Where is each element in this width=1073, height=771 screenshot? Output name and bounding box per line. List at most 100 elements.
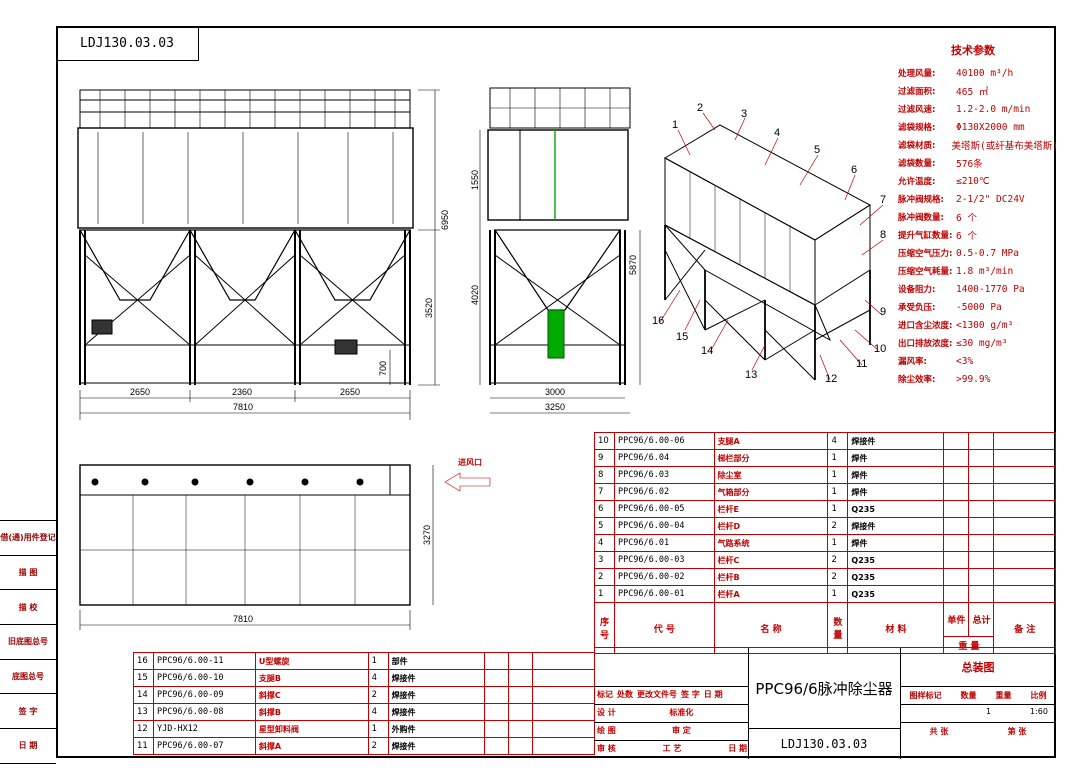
tb-label: 比例 — [1030, 690, 1047, 700]
tech-row: 设备阻力:1400-1770 Pa — [898, 283, 1025, 296]
side-revision-strip: 借(通)用件登记 描 图 描 校 旧底图总号 底图总号 签 字 日 期 — [0, 520, 56, 764]
tech-row: 提升气缸数量:6 个 — [898, 231, 977, 242]
dim-span-2: 2360 — [232, 387, 252, 397]
bom-header-row: 序号 代 号 名 称 数量 材 料 单件 总计 备 注 — [594, 602, 1056, 654]
tb-label: 绘 图 — [597, 726, 616, 735]
tech-row: 漏风率:<3% — [898, 355, 974, 368]
callout-15: 15 — [676, 331, 688, 343]
tb-label: 日 期 — [703, 690, 723, 699]
tech-row: 进口含尘浓度:<1300 g/m³ — [898, 319, 1014, 332]
side-label: 日 期 — [0, 728, 56, 764]
side-label: 底图总号 — [0, 658, 56, 694]
tech-row: 脉冲阀规格:2-1/2" DC24V — [898, 193, 1025, 206]
tech-row: 滤袋材质:美塔斯(或纤基布美塔斯) — [898, 141, 1058, 152]
tb-label: 图样标记 — [909, 690, 942, 700]
dim-span-3: 2650 — [340, 387, 360, 397]
sheet-name: 总装图 — [961, 661, 995, 674]
tb-label: 审 核 — [597, 744, 616, 753]
callout-11: 11 — [856, 358, 867, 370]
side-label: 描 图 — [0, 554, 56, 590]
side-view — [487, 87, 631, 385]
top-view — [79, 464, 411, 606]
drawing-number-top: LDJ130.03.03 — [56, 26, 199, 61]
callout-16: 16 — [652, 315, 664, 327]
tb-label: 标准化 — [669, 708, 694, 717]
tech-row: 压缩空气压力:0.5-0.7 MPa — [898, 247, 1019, 260]
dim-total-height: 6950 — [440, 210, 450, 230]
top-view-dim-text: 7810 3270 进风口 — [233, 457, 482, 624]
callout-5: 5 — [814, 144, 820, 156]
dim-inner-width: 3000 — [545, 387, 565, 397]
callout-14: 14 — [701, 345, 713, 357]
tb-label: 日 期 — [728, 744, 747, 753]
tb-label: 设 计 — [597, 708, 616, 717]
tech-row: 滤袋规格:Φ130X2000 mm — [898, 121, 1025, 134]
top-view-dimensions — [79, 465, 491, 630]
dim-upper-height: 1550 — [470, 170, 480, 190]
front-view-dim-text: 2650 2360 2650 7810 6950 3520 700 — [130, 210, 450, 412]
callout-4: 4 — [774, 127, 780, 139]
drawing-number-bottom: LDJ130.03.03 — [780, 736, 868, 751]
callout-2: 2 — [697, 102, 703, 114]
tb-quantity: 1 — [986, 707, 992, 716]
front-view-dimensions — [79, 89, 440, 420]
drawing-border — [56, 26, 1056, 758]
tb-label: 签 字 — [681, 690, 700, 699]
dim-side-total-height: 5870 — [628, 255, 638, 275]
side-view-dimensions — [479, 130, 641, 414]
tech-row: 出口排放浓度:≤30 mg/m³ — [898, 337, 1008, 350]
callout-3: 3 — [741, 108, 747, 120]
callout-13: 13 — [745, 369, 757, 381]
drawing-title: PPC96/6脉冲除尘器 — [755, 679, 893, 698]
tech-title: 技术参数 — [951, 44, 995, 57]
callout-12: 12 — [825, 373, 837, 385]
side-label: 描 校 — [0, 589, 56, 624]
callout-8: 8 — [880, 229, 886, 241]
tech-row: 脉冲阀数量:6 个 — [898, 213, 977, 224]
dim-span-1: 2650 — [130, 387, 150, 397]
front-view — [77, 89, 414, 385]
dim-top-depth: 3270 — [422, 525, 432, 545]
callout-9: 9 — [880, 306, 886, 318]
callout-1: 1 — [672, 119, 678, 131]
side-label: 借(通)用件登记 — [0, 520, 56, 555]
dim-side-total-width: 3250 — [545, 402, 565, 412]
callout-10: 10 — [874, 343, 886, 355]
tb-label: 审 定 — [672, 726, 691, 735]
inlet-label: 进风口 — [458, 457, 482, 467]
tech-row: 除尘效率:>99.9% — [898, 373, 991, 386]
tech-row: 允许温度:≤210℃ — [898, 175, 990, 188]
tb-label: 处数 — [617, 690, 633, 699]
dim-lower-height: 3520 — [424, 298, 434, 318]
tech-row: 处理风量:40100 m³/h — [898, 67, 1014, 80]
tech-row: 过滤面积:465 ㎡ — [898, 87, 989, 98]
tb-label: 工 艺 — [662, 744, 682, 753]
side-view-dim-text: 3000 3250 1550 4020 5870 — [470, 170, 638, 412]
dim-side-lower-height: 4020 — [470, 285, 480, 305]
dim-inlet-height: 700 — [378, 361, 388, 376]
tb-label: 重量 — [995, 690, 1012, 700]
tb-label: 数量 — [960, 690, 977, 700]
isometric-view — [663, 124, 871, 381]
tech-row: 滤袋数量:576条 — [898, 159, 983, 170]
tech-row: 过滤风速:1.2-2.0 m/min — [898, 103, 1031, 116]
callout-7: 7 — [880, 194, 886, 206]
tb-label: 共 张 — [929, 726, 949, 736]
callout-numbers: 1 2 3 4 5 6 7 8 9 10 11 12 13 14 15 16 — [652, 102, 886, 385]
